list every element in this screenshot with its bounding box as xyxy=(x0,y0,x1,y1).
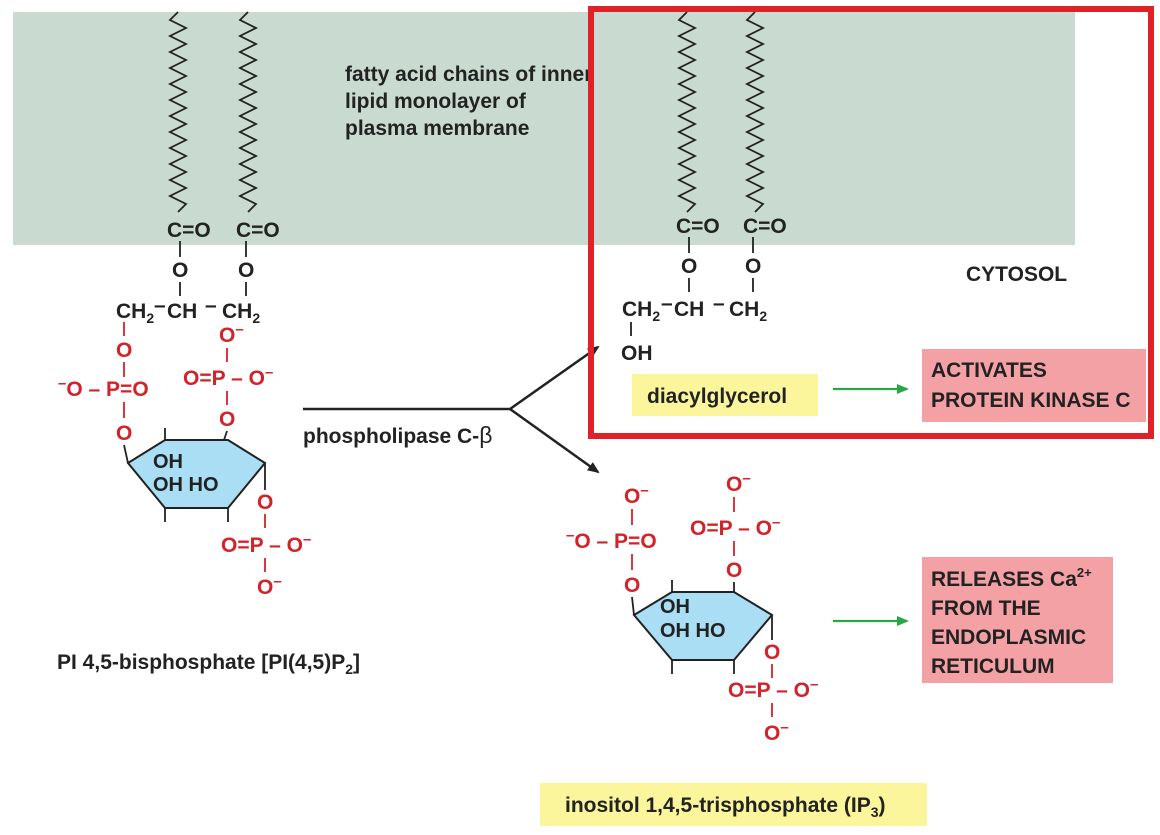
ring-hydroxyl: OH xyxy=(153,451,183,473)
phosphate-O-ring: O xyxy=(624,574,640,597)
fatty-acid-chain-2 xyxy=(237,11,259,213)
glycerol-ch2-left: CH2 xyxy=(622,298,660,324)
hydroxyl-group: OH xyxy=(621,342,653,365)
phosphate-Ominus-bottom: O– xyxy=(257,573,282,599)
cytosol-label: CYTOSOL xyxy=(966,263,1067,286)
glycerol-ch2-left: CH2 xyxy=(116,300,154,326)
phosphate-O-ring-2: O xyxy=(219,408,235,431)
ca-effect-line2: FROM THE xyxy=(931,597,1041,620)
ca-effect-line4: RETICULUM xyxy=(931,655,1055,678)
glycerol-ch2-right: CH2 xyxy=(729,298,767,324)
phosphate-Ominus-bottom: O– xyxy=(764,719,789,745)
phosphate-group-3: O=P – O– xyxy=(728,676,818,702)
ester-carbonyl-1: C=O xyxy=(167,219,211,242)
ip3-label-highlight xyxy=(540,783,927,826)
arrow-to-ip3 xyxy=(509,407,600,474)
plasma-membrane-band xyxy=(13,12,1075,245)
dag-label-highlight xyxy=(632,374,818,416)
phosphate-O-ring-2: O xyxy=(726,559,742,582)
membrane-caption-line3: plasma membrane xyxy=(345,117,529,140)
ring-hydroxyls: OH HO xyxy=(660,620,726,642)
phosphate-group-1: –O – P=O xyxy=(566,527,657,553)
pkc-effect-box xyxy=(922,349,1146,422)
phosphate-O-ring-3: O xyxy=(764,641,780,664)
fatty-acid-chain-1 xyxy=(676,11,698,213)
ca-effect-line3: ENDOPLASMIC xyxy=(931,626,1086,649)
ester-carbonyl-2: C=O xyxy=(236,219,280,242)
glycerol-bond: – xyxy=(205,294,217,317)
phosphate-O: O xyxy=(116,339,132,362)
glycerol-ch2-right: CH2 xyxy=(222,300,260,326)
phosphate-Ominus-top-2: O– xyxy=(726,470,751,496)
phosphate-group-1: –O – P=O xyxy=(58,375,149,401)
pkc-effect-line1: ACTIVATES xyxy=(931,359,1047,382)
membrane-caption-line1: fatty acid chains of inner xyxy=(345,63,592,86)
phosphate-O-ring: O xyxy=(116,422,132,445)
glycerol-bond: – xyxy=(661,292,673,315)
ester-oxygen-2: O xyxy=(238,259,254,282)
ca-effect-line1: RELEASES Ca2+ xyxy=(931,565,1092,591)
glycerol-ch: CH xyxy=(167,300,197,323)
substrate-label: PI 4,5-bisphosphate [PI(4,5)P2] xyxy=(57,651,360,677)
enzyme-label: phospholipase C-β xyxy=(303,422,492,448)
phosphate-O-ring-3: O xyxy=(257,491,273,514)
phosphate-Ominus-top: O– xyxy=(624,482,649,508)
bond xyxy=(123,444,129,464)
glycerol-bond: – xyxy=(154,294,166,317)
pkc-effect-line2: PROTEIN KINASE C xyxy=(931,389,1131,412)
dag-highlight-frame xyxy=(588,6,1154,439)
ester-carbonyl-1: C=O xyxy=(676,215,720,238)
ester-oxygen-2: O xyxy=(745,255,761,278)
bond xyxy=(223,430,228,441)
glycerol-ch: CH xyxy=(674,298,704,321)
ring-hydroxyls: OH HO xyxy=(153,474,219,496)
diacylglycerol-molecule: C=O C=O O O CH2 – CH – CH2 OH xyxy=(621,11,787,365)
glycerol-bond: – xyxy=(713,292,725,315)
ester-oxygen-1: O xyxy=(681,255,697,278)
pip2-molecule: C=O C=O O O CH2 – CH – CH2 O –O – P=O O … xyxy=(58,11,311,599)
phosphate-group-2: O=P – O– xyxy=(183,364,273,390)
fatty-acid-chain-1 xyxy=(167,11,189,213)
phosphate-group-2: O=P – O– xyxy=(690,514,780,540)
phosphate-group-3: O=P – O– xyxy=(221,531,311,557)
ip3-molecule: O– –O – P=O O O– O=P – O– O OH OH HO O O… xyxy=(566,470,818,745)
phosphate-Ominus-top: O– xyxy=(219,321,244,347)
ester-oxygen-1: O xyxy=(172,259,188,282)
arrow-to-dag xyxy=(509,345,600,411)
fatty-acid-chain-2 xyxy=(744,11,766,213)
ring-hydroxyl: OH xyxy=(660,596,690,618)
membrane-caption-line2: lipid monolayer of xyxy=(345,90,527,113)
ca-release-effect-box xyxy=(922,557,1113,683)
bond xyxy=(631,596,635,616)
ip3-label: inositol 1,4,5-trisphosphate (IP3) xyxy=(565,794,886,820)
ester-carbonyl-2: C=O xyxy=(743,215,787,238)
dag-label: diacylglycerol xyxy=(647,385,787,408)
